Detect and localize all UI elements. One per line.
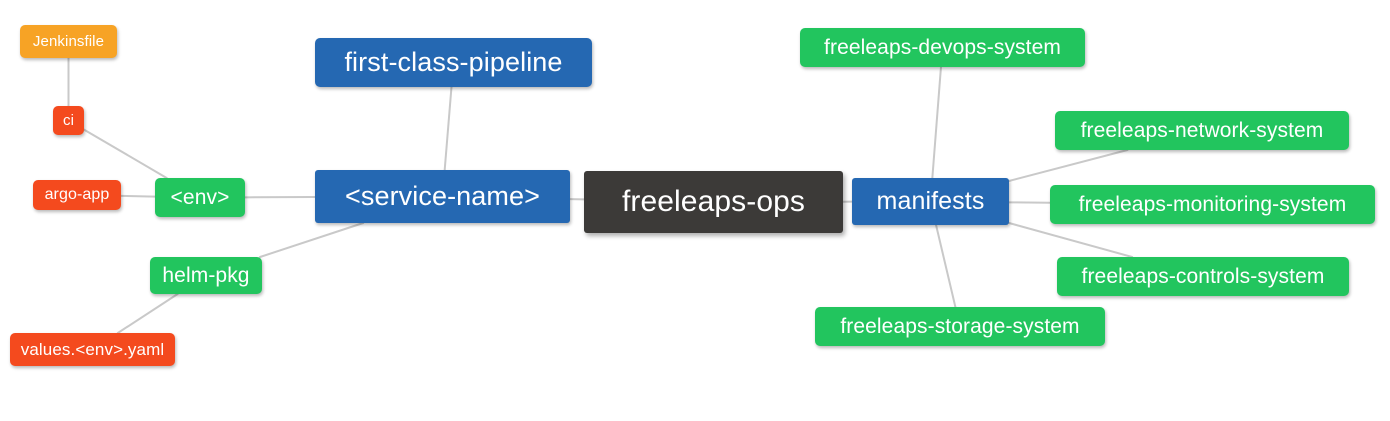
mindmap-edge-manifests-to-freeleaps-devops-system bbox=[931, 66, 942, 179]
mindmap-node-service-name[interactable]: <service-name> bbox=[315, 170, 570, 223]
mindmap-node-freeleaps-network-system[interactable]: freeleaps-network-system bbox=[1055, 111, 1349, 150]
mindmap-edge-manifests-to-freeleaps-storage-system bbox=[935, 224, 957, 308]
mindmap-edge-env-to-argo-app bbox=[120, 194, 156, 198]
mindmap-node-freeleaps-storage-system[interactable]: freeleaps-storage-system bbox=[815, 307, 1105, 346]
mindmap-node-env[interactable]: <env> bbox=[155, 178, 245, 217]
mindmap-node-first-class-pipeline[interactable]: first-class-pipeline bbox=[315, 38, 592, 87]
mindmap-node-freeleaps-monitoring-system[interactable]: freeleaps-monitoring-system bbox=[1050, 185, 1375, 224]
mindmap-node-freeleaps-devops-system[interactable]: freeleaps-devops-system bbox=[800, 28, 1085, 67]
mindmap-edge-service-name-to-first-class-pipeline bbox=[443, 86, 453, 171]
mindmap-node-root[interactable]: freeleaps-ops bbox=[584, 171, 843, 233]
mindmap-node-freeleaps-controls-system[interactable]: freeleaps-controls-system bbox=[1057, 257, 1349, 296]
mindmap-edge-manifests-to-freeleaps-controls-system bbox=[1008, 222, 1134, 258]
mindmap-node-argo-app[interactable]: argo-app bbox=[33, 180, 121, 210]
mindmap-edge-manifests-to-freeleaps-network-system bbox=[1008, 149, 1129, 182]
mindmap-edge-helm-pkg-to-values-yaml bbox=[116, 293, 179, 334]
mindmap-node-ci[interactable]: ci bbox=[53, 106, 84, 135]
mindmap-edge-env-to-ci bbox=[83, 128, 168, 179]
mindmap-node-manifests[interactable]: manifests bbox=[852, 178, 1009, 225]
mindmap-node-values-yaml[interactable]: values.<env>.yaml bbox=[10, 333, 175, 366]
mindmap-node-jenkinsfile[interactable]: Jenkinsfile bbox=[20, 25, 117, 58]
mindmap-node-helm-pkg[interactable]: helm-pkg bbox=[150, 257, 262, 294]
mindmap-edge-service-name-to-helm-pkg bbox=[259, 222, 365, 258]
